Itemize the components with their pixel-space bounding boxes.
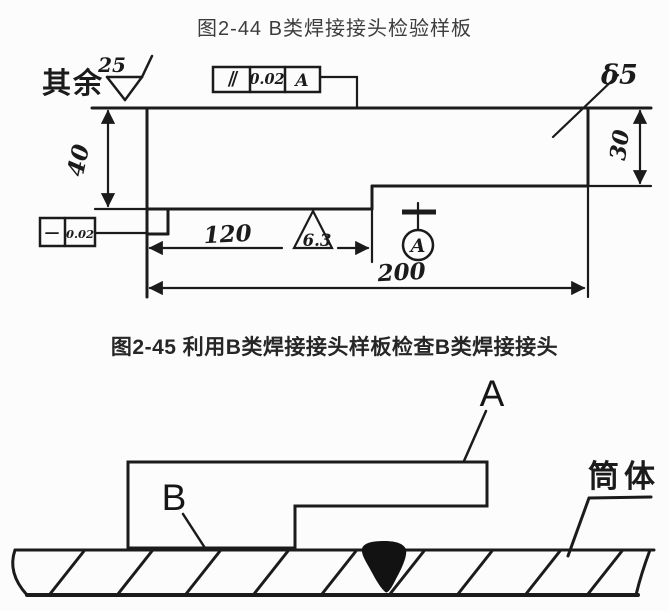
hatch-lines (48, 549, 624, 596)
dim-right-height: 30 (605, 109, 648, 185)
figure-2-45-drawing: A B 筒体 (11, 373, 660, 597)
roughness-triangle-icon (292, 208, 334, 250)
template-on-shell (126, 460, 489, 552)
parallelism-leader (318, 75, 359, 109)
label-a-leader (462, 409, 488, 463)
figure-2-44-drawing: 其余 25 ∥ 0.02 A δ5 40 30 120 (38, 53, 653, 299)
shell-label-text: 筒体 (588, 459, 660, 494)
shell-leader (566, 496, 591, 558)
dim-left-height: 40 (62, 109, 116, 208)
thickness-leader (551, 73, 620, 139)
thickness-callout: δ5 (551, 60, 638, 139)
general-roughness-note: 其余 25 (42, 53, 154, 102)
parallelism-datum-ref: A (293, 71, 308, 91)
figure-2-45-caption: 图2-45 利用B类焊接接头样板检查B类焊接接头 (110, 336, 559, 359)
dim-200-text: 200 (376, 258, 426, 288)
dim-lower-length: 120 6.3 (148, 208, 370, 256)
label-a-text: A (480, 373, 505, 414)
shell-section (11, 548, 656, 597)
working-edge-callout: B (162, 477, 207, 550)
dim-overall-length: 200 (148, 258, 586, 296)
datum-a-text: A (409, 235, 426, 257)
roughness-check-icon (105, 54, 154, 102)
straightness-tolerance: 0.02 (66, 227, 94, 241)
straightness-frame: — 0.02 (38, 216, 148, 248)
dim-40-text: 40 (62, 142, 95, 179)
parallelism-frame: ∥ 0.02 A (211, 65, 359, 109)
template-label-callout: A (462, 373, 505, 463)
weld-bead (361, 541, 407, 593)
dim-120-text: 120 (203, 220, 252, 249)
roughness-63-value: 6.3 (303, 231, 332, 250)
template-outline (90, 106, 653, 299)
figure-2-44-caption: 图2-44 B类焊接接头检验样板 (197, 18, 472, 40)
shell-callout: 筒体 (566, 459, 660, 558)
dim-30-text: 30 (605, 127, 635, 162)
straightness-icon: — (45, 223, 60, 241)
roughness-25-value: 25 (97, 53, 126, 77)
rest-surfaces-label: 其余 (42, 66, 104, 100)
datum-a-symbol: A (401, 201, 436, 262)
label-b-leader (181, 512, 207, 550)
parallelism-icon: ∥ (225, 70, 240, 89)
parallelism-tolerance: 0.02 (249, 71, 284, 88)
label-b-text: B (162, 477, 187, 518)
